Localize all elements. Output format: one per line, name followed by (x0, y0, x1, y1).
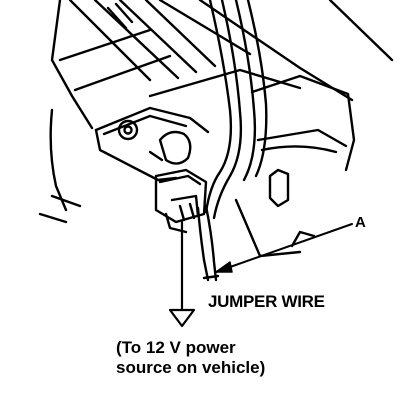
power-source-note-line1: (To 12 V power (116, 338, 236, 357)
upper-body-panel (50, 0, 394, 130)
callout-a-arrowhead (215, 261, 233, 273)
ground-triangle-icon (168, 308, 196, 328)
right-bracket (234, 74, 356, 258)
callout-label-a: A (355, 214, 366, 231)
power-source-note: (To 12 V power source on vehicle) (116, 338, 265, 378)
power-source-note-line2: source on vehicle) (116, 358, 266, 377)
left-lower-frame (38, 108, 82, 224)
jumper-wire-label: JUMPER WIRE (208, 292, 325, 311)
wire-harness (196, 0, 268, 282)
callout-a-leader (215, 223, 353, 273)
sensor-bracket (94, 106, 210, 182)
